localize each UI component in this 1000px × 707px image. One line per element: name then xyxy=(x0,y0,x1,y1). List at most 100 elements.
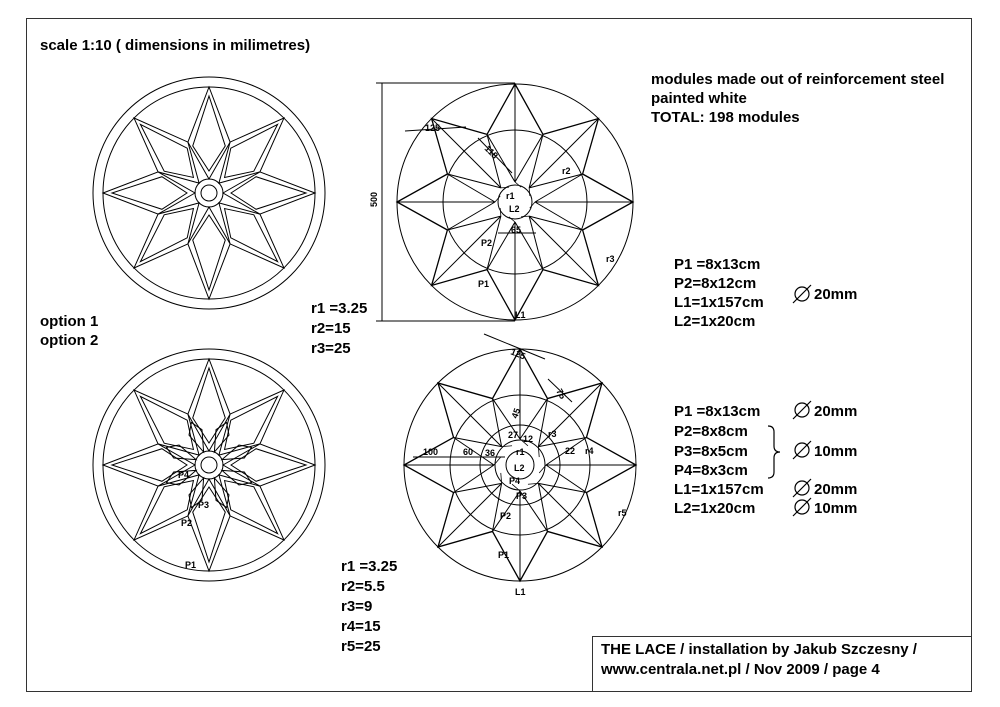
opt1-radius-3: r3=25 xyxy=(311,340,351,357)
inner-edge xyxy=(527,482,539,485)
star-edge xyxy=(447,215,501,231)
left-P4-label: P4 xyxy=(178,470,189,480)
dim-125-label: 125 xyxy=(425,123,440,133)
star-edge xyxy=(492,490,521,532)
star-edge xyxy=(537,398,549,447)
star-spoke xyxy=(431,215,502,286)
inner-star-cell xyxy=(213,421,230,454)
star-edge xyxy=(519,490,548,532)
star-edge xyxy=(538,436,587,448)
outer-ring xyxy=(92,348,326,582)
option1-solid-ring-drawing xyxy=(92,76,326,310)
diameter-icon xyxy=(794,480,810,496)
star-edge xyxy=(534,201,583,231)
dim-500-label: 500 xyxy=(369,192,379,207)
star-spoke xyxy=(538,483,603,548)
opt2-L1-label: L1 xyxy=(515,587,526,597)
opt1-part-P1: P1 =8x13cm xyxy=(674,256,761,273)
star-edge xyxy=(545,437,587,466)
opt2-radius-1: r1 =3.25 xyxy=(341,558,398,575)
opt1-diameter: 20mm xyxy=(814,286,858,303)
star-spoke xyxy=(437,483,502,548)
petal-cell-inner xyxy=(230,448,308,482)
dimension-line-125 xyxy=(404,126,467,132)
petal-cell xyxy=(187,85,231,181)
inner-edge xyxy=(528,187,531,196)
inner-edge xyxy=(529,201,536,209)
opt2-part-P2: P2=8x8cm xyxy=(674,423,748,440)
option2-solid-ring-drawing xyxy=(92,348,326,582)
petal-cell-inner xyxy=(110,448,188,482)
brace-symbol xyxy=(767,425,781,479)
star-edge xyxy=(519,398,548,440)
petal-cell xyxy=(187,357,231,453)
petal-cell xyxy=(101,171,197,215)
inner-star-cell xyxy=(188,421,205,454)
petal-cell xyxy=(218,474,285,541)
scale-note: scale 1:10 ( dimensions in milimetres) xyxy=(40,37,311,54)
diameter-icon xyxy=(794,286,810,302)
inner-edge xyxy=(499,208,502,217)
inner-star-cell xyxy=(165,469,198,486)
diameter-icon-slash xyxy=(792,497,812,517)
petal-cell xyxy=(133,202,200,269)
opt2-radius-3: r3=9 xyxy=(341,598,373,615)
opt2-part-L2: L2=1x20cm xyxy=(674,500,756,517)
opt2-dim-60-label: 60 xyxy=(463,447,473,457)
petal-cell xyxy=(133,117,200,184)
star-edge xyxy=(453,437,495,466)
drawing-frame xyxy=(26,18,972,692)
opt2-r3-label: r3 xyxy=(548,429,557,439)
opt1-r3-label: r3 xyxy=(606,254,615,264)
star-edge xyxy=(528,216,544,270)
star-edge xyxy=(545,464,587,493)
inner-edge xyxy=(537,446,540,458)
option1-dimensions xyxy=(376,82,536,322)
star-spoke xyxy=(431,118,502,189)
concentric-circle xyxy=(494,439,546,491)
opt2-dim-12-label: 12 xyxy=(523,434,533,444)
opt1-L1-label: L1 xyxy=(515,310,526,320)
inner-edge xyxy=(501,445,513,448)
diameter-symbols xyxy=(792,284,812,517)
modules-note-line2: painted white xyxy=(651,90,747,107)
title-block: THE LACE / installation by Jakub Szczesn… xyxy=(592,636,972,692)
star-edge xyxy=(486,221,516,270)
petal-cell xyxy=(218,202,285,269)
inner-edge xyxy=(521,215,530,218)
left-P1-label: P1 xyxy=(185,560,196,570)
dimension-line-118 xyxy=(477,137,513,174)
option2-dimensions xyxy=(413,333,573,458)
diameter-icon xyxy=(794,402,810,418)
opt2-dim-36-label: 36 xyxy=(485,448,495,458)
concentric-circle xyxy=(505,450,535,480)
petal-cell-inner xyxy=(223,207,279,263)
star-edge xyxy=(534,173,583,203)
inner-edge xyxy=(494,195,501,203)
modules-note-line1: modules made out of reinforcement steel xyxy=(651,71,945,88)
opt2-part-L1: L1=1x157cm xyxy=(674,481,764,498)
outer-ring xyxy=(92,76,326,310)
title-block-line2: www.centrala.net.pl / Nov 2009 / page 4 xyxy=(601,661,880,678)
opt2-r1-label: r1 xyxy=(516,447,525,457)
opt2-dim-75-label: 75 xyxy=(554,387,568,401)
opt1-radius-2: r2=15 xyxy=(311,320,351,337)
petal-cell xyxy=(187,205,231,301)
star-edge xyxy=(529,173,583,189)
diameter-icon xyxy=(794,499,810,515)
opt1-part-L2: L2=1x20cm xyxy=(674,313,756,330)
opt2-diameter-L2: 10mm xyxy=(814,500,858,517)
inner-star-cell xyxy=(213,476,230,509)
diameter-icon-slash xyxy=(792,478,812,498)
petal-cell xyxy=(221,443,317,487)
inner-edge xyxy=(493,456,502,466)
star-edge xyxy=(514,221,544,270)
petal-cell-inner xyxy=(230,176,308,210)
petal-cell-inner xyxy=(139,479,195,535)
opt2-diameter-L1: 20mm xyxy=(814,481,858,498)
opt1-P1-label: P1 xyxy=(478,279,489,289)
opt2-part-P1: P1 =8x13cm xyxy=(674,403,761,420)
star-edge xyxy=(529,215,583,231)
star-edge xyxy=(538,482,587,494)
opt1-part-P2: P2=8x12cm xyxy=(674,275,757,292)
